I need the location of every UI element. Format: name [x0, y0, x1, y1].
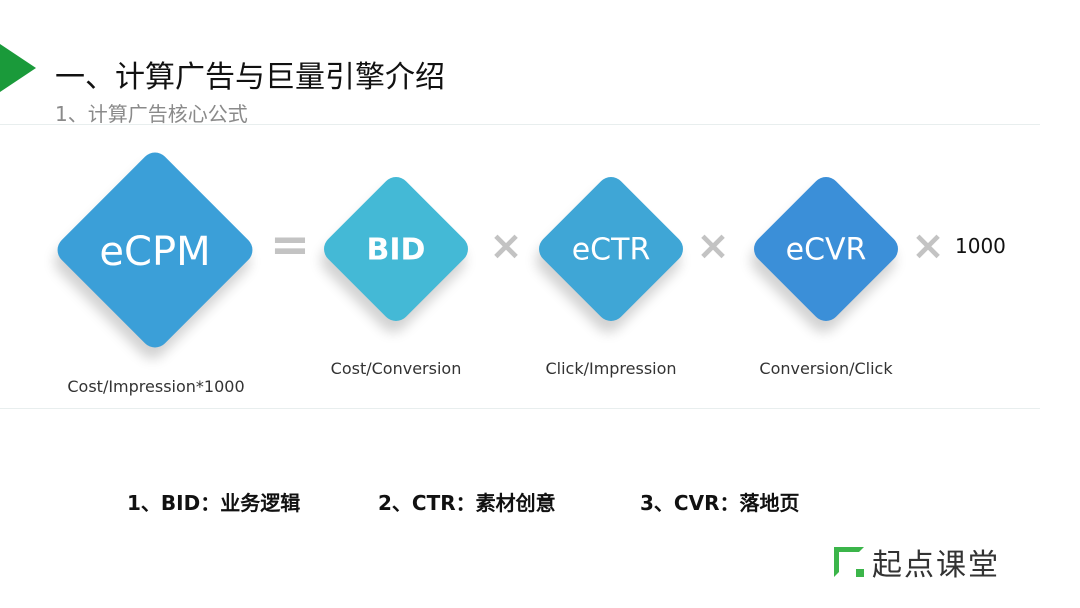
key-point-bid: 1、BID：业务逻辑	[127, 491, 301, 515]
times-icon: ×	[911, 223, 945, 269]
ecpm-caption: Cost/Impression*1000	[67, 377, 245, 396]
ecvr-caption: Conversion/Click	[759, 359, 893, 378]
divider	[0, 408, 1040, 409]
bid-caption: Cost/Conversion	[330, 359, 462, 378]
key-point-cvr: 3、CVR：落地页	[640, 491, 800, 515]
logo: 起点课堂	[834, 540, 1000, 584]
title-arrow-icon	[0, 44, 36, 92]
ecvr-label: eCVR	[785, 232, 867, 268]
key-point-ctr: 2、CTR：素材创意	[378, 491, 556, 515]
divider	[0, 124, 1040, 125]
ectr-caption: Click/Impression	[545, 359, 677, 378]
bid-label: BID	[366, 232, 426, 268]
equals-sign: =	[269, 217, 311, 273]
page-title: 一、计算广告与巨量引擎介绍	[55, 60, 445, 95]
times-icon: ×	[489, 223, 523, 269]
logo-mark-icon	[834, 547, 864, 577]
multiplier-value: 1000	[955, 234, 1006, 258]
ecpm-label: eCPM	[99, 229, 211, 275]
times-icon: ×	[696, 223, 730, 269]
logo-text: 起点课堂	[872, 548, 1000, 583]
ectr-label: eCTR	[571, 232, 651, 268]
page-subtitle: 1、计算广告核心公式	[55, 102, 248, 126]
